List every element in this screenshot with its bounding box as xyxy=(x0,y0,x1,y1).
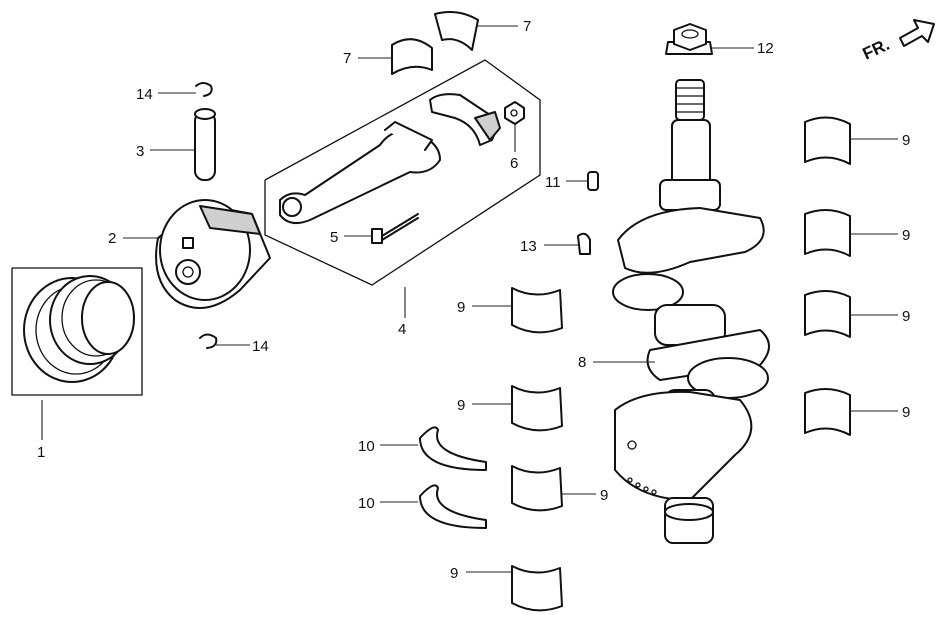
rod-bearing-lower xyxy=(391,38,433,75)
callout-14-upper: 14 xyxy=(136,86,153,103)
leader-lines xyxy=(41,25,898,573)
callout-11: 11 xyxy=(545,174,561,191)
forward-arrow-icon xyxy=(899,19,935,47)
thrust-washer-lower xyxy=(419,484,487,529)
callout-14-lower: 14 xyxy=(252,338,269,355)
callout-9-g: 9 xyxy=(600,487,608,504)
callout-7-lower: 7 xyxy=(343,50,351,67)
callout-10-upper: 10 xyxy=(358,438,375,455)
callout-9-a: 9 xyxy=(902,132,910,149)
callout-8: 8 xyxy=(578,354,586,371)
callout-9-h: 9 xyxy=(450,565,458,582)
callout-4: 4 xyxy=(398,321,406,338)
piston-pin-clip-lower xyxy=(199,333,218,349)
callout-2: 2 xyxy=(108,230,116,247)
rod-bearing-upper xyxy=(434,11,479,51)
piston-pin xyxy=(194,108,216,181)
forward-direction-label: FR. xyxy=(860,35,893,64)
callout-6: 6 xyxy=(510,155,518,172)
piston xyxy=(155,199,271,309)
callout-7-upper: 7 xyxy=(523,18,531,35)
callout-9-d: 9 xyxy=(902,404,910,421)
piston-ring-set xyxy=(11,267,143,396)
callout-13: 13 xyxy=(520,238,537,255)
callout-9-f: 9 xyxy=(457,397,465,414)
piston-pin-clip-upper xyxy=(195,82,213,97)
callout-9-c: 9 xyxy=(902,308,910,325)
thrust-washer-upper xyxy=(419,426,487,471)
callout-1: 1 xyxy=(37,444,45,461)
flange-nut xyxy=(665,23,713,55)
main-bearings xyxy=(511,116,851,612)
small-key xyxy=(577,232,591,255)
callout-5: 5 xyxy=(330,229,338,246)
callout-3: 3 xyxy=(136,143,144,160)
woodruff-key xyxy=(587,171,599,191)
callout-9-e: 9 xyxy=(457,299,465,316)
callout-9-b: 9 xyxy=(902,227,910,244)
callout-10-lower: 10 xyxy=(358,495,375,512)
connecting-rod-assembly xyxy=(264,59,541,286)
crankshaft xyxy=(612,79,770,544)
callout-12: 12 xyxy=(757,40,774,57)
